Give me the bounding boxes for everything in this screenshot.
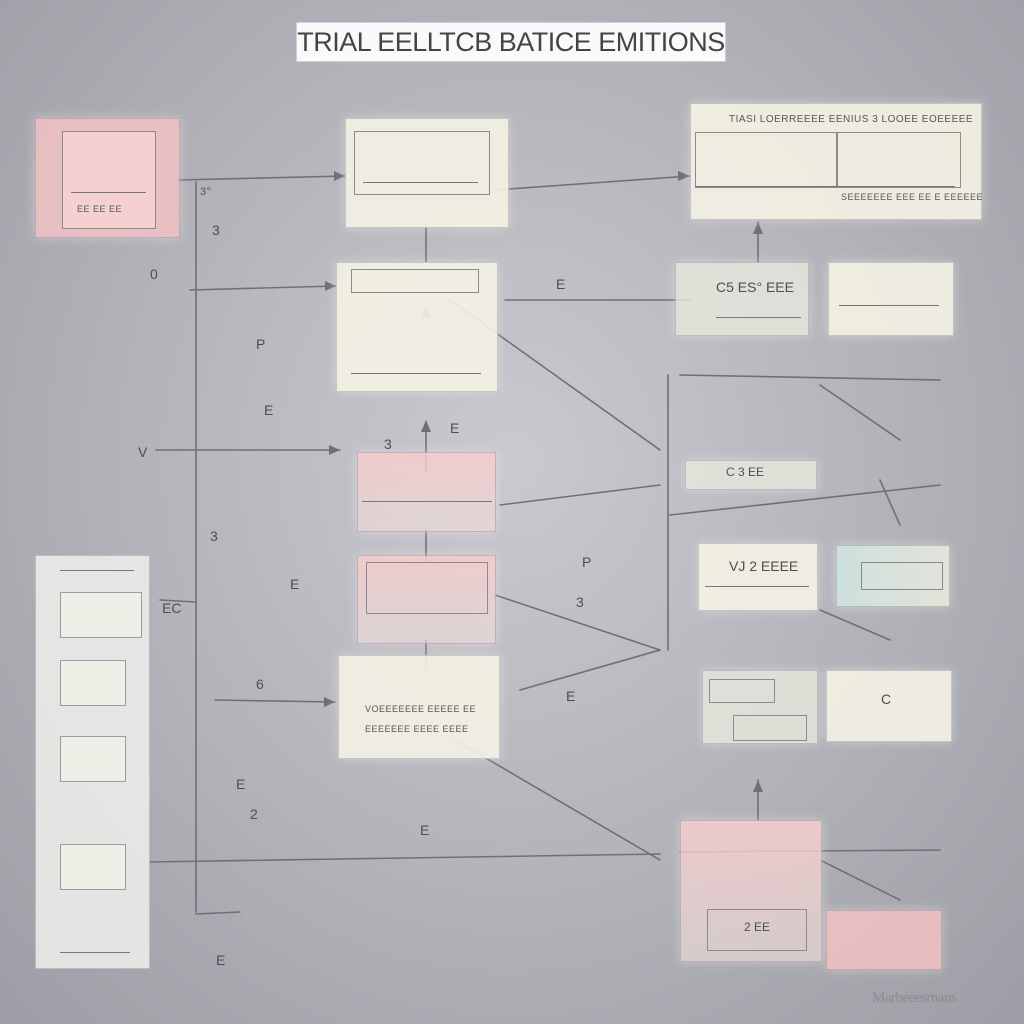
right-card-1-label: C5 ES° EEE	[716, 279, 794, 295]
scribble: 3	[576, 594, 584, 610]
right-link-4	[879, 479, 901, 526]
scribble: 6	[256, 676, 264, 692]
center-card-5[interactable]: VOEEEEEEE EEEEE EE EEEEEEE EEEE EEEE	[338, 655, 500, 759]
divider	[695, 186, 955, 187]
branch-3	[159, 599, 197, 603]
scribble: 3	[384, 436, 392, 452]
top-center-card[interactable]	[345, 118, 509, 228]
diag-3	[499, 484, 661, 506]
diagram-title: TRIAL EELLTCB BATICE EMITIONS	[296, 22, 726, 62]
right-card-6-inner-2	[733, 715, 807, 741]
side-card-2[interactable]	[60, 660, 126, 706]
right-link-3	[669, 484, 941, 516]
scribble: E	[236, 776, 246, 792]
scribble: E	[264, 402, 274, 418]
divider	[351, 373, 481, 374]
right-card-8-label: 2 EE	[744, 920, 771, 934]
arrowhead-center-2	[421, 420, 431, 432]
center-card-4-inner	[366, 562, 488, 614]
scribble: P	[582, 554, 592, 570]
top-to-right	[494, 175, 691, 191]
arrowhead-top	[334, 171, 345, 181]
scribble: 3	[210, 528, 218, 544]
branch-4	[214, 699, 336, 703]
center-card-3[interactable]	[357, 452, 496, 532]
scribble: 2	[250, 806, 258, 822]
branch-1	[189, 285, 337, 291]
top-right-left-panel	[695, 132, 837, 188]
right-link-2	[819, 384, 901, 441]
right-card-8-inner: 2 EE	[707, 909, 807, 951]
top-right-sub: SEEEEEEE EEE EE E EEEEEE	[841, 192, 984, 202]
divider	[839, 305, 939, 306]
arrowhead-branch-1	[325, 281, 336, 291]
diag-4	[494, 594, 661, 651]
divider	[60, 570, 134, 571]
divider	[716, 317, 801, 318]
right-card-2[interactable]	[828, 262, 954, 336]
branch-5	[149, 853, 661, 863]
scribble: 0	[150, 266, 158, 282]
right-card-9[interactable]	[826, 910, 942, 970]
right-card-4[interactable]: VJ 2 EEEE	[698, 543, 818, 611]
left-top-card[interactable]: EE EE EE	[35, 118, 180, 238]
card-label: EE EE EE	[77, 204, 123, 214]
right-card-6-inner	[709, 679, 775, 703]
side-card-1[interactable]	[60, 592, 142, 638]
scribble: E	[290, 576, 300, 592]
right-card-4-label: VJ 2 EEEE	[729, 558, 799, 574]
left-side-panel[interactable]	[35, 555, 150, 969]
side-card-4[interactable]	[60, 844, 126, 890]
arrowhead-right-1	[753, 222, 763, 234]
diag-6	[454, 739, 661, 861]
top-right-right-panel	[837, 132, 961, 188]
scribble: EC	[162, 600, 182, 616]
arrowhead-branch-4	[324, 697, 335, 707]
divider	[705, 586, 809, 587]
right-link-7	[819, 859, 901, 901]
diag-5	[519, 649, 661, 691]
scribble: 3°	[200, 186, 212, 198]
right-card-3[interactable]: C 3 EE	[685, 460, 817, 490]
center-card-4[interactable]	[357, 555, 496, 644]
top-connector	[177, 175, 346, 181]
scribble: P	[256, 336, 266, 352]
center-card-5-label-b: EEEEEEE EEEE EEEE	[365, 724, 469, 734]
divider	[362, 501, 492, 502]
divider	[71, 192, 146, 193]
left-top-card-inner: EE EE EE	[62, 131, 156, 229]
scribble: E	[566, 688, 576, 704]
scribble: 3	[212, 222, 220, 238]
scribble: E	[420, 822, 430, 838]
right-card-3-label: C 3 EE	[726, 465, 765, 479]
center-card-2-header	[351, 269, 479, 293]
right-card-8[interactable]: 2 EE	[680, 820, 822, 962]
arrowhead-branch-2	[329, 445, 340, 455]
right-card-7-label: C	[881, 691, 892, 707]
watermark-text: Marbeeesrnans	[872, 990, 957, 1006]
side-card-3[interactable]	[60, 736, 126, 782]
center-card-5-label-a: VOEEEEEEE EEEEE EE	[365, 704, 477, 714]
right-link-5	[819, 609, 891, 641]
top-right-header: TIASI LOERREEEE EENIUS 3 LOOEE EOEEEEE	[729, 114, 974, 125]
branch-6	[195, 911, 241, 915]
scribble: E	[556, 276, 566, 292]
right-link-1	[679, 374, 941, 381]
scribble: E	[216, 952, 226, 968]
divider	[363, 182, 478, 183]
center-card-2[interactable]	[336, 262, 498, 392]
right-card-6[interactable]	[702, 670, 818, 744]
right-card-5[interactable]	[836, 545, 950, 607]
top-center-card-inner	[354, 131, 490, 195]
arrowhead-top-right	[678, 171, 690, 181]
arrowhead-right-2	[753, 780, 763, 792]
scribble: E	[450, 420, 460, 436]
right-card-1[interactable]: C5 ES° EEE	[675, 262, 809, 336]
scribble: V	[138, 444, 148, 460]
right-card-7[interactable]: C	[826, 670, 952, 742]
right-card-5-inner	[861, 562, 943, 590]
divider	[60, 952, 130, 953]
top-right-card[interactable]: TIASI LOERREEEE EENIUS 3 LOOEE EOEEEEE S…	[690, 103, 984, 220]
